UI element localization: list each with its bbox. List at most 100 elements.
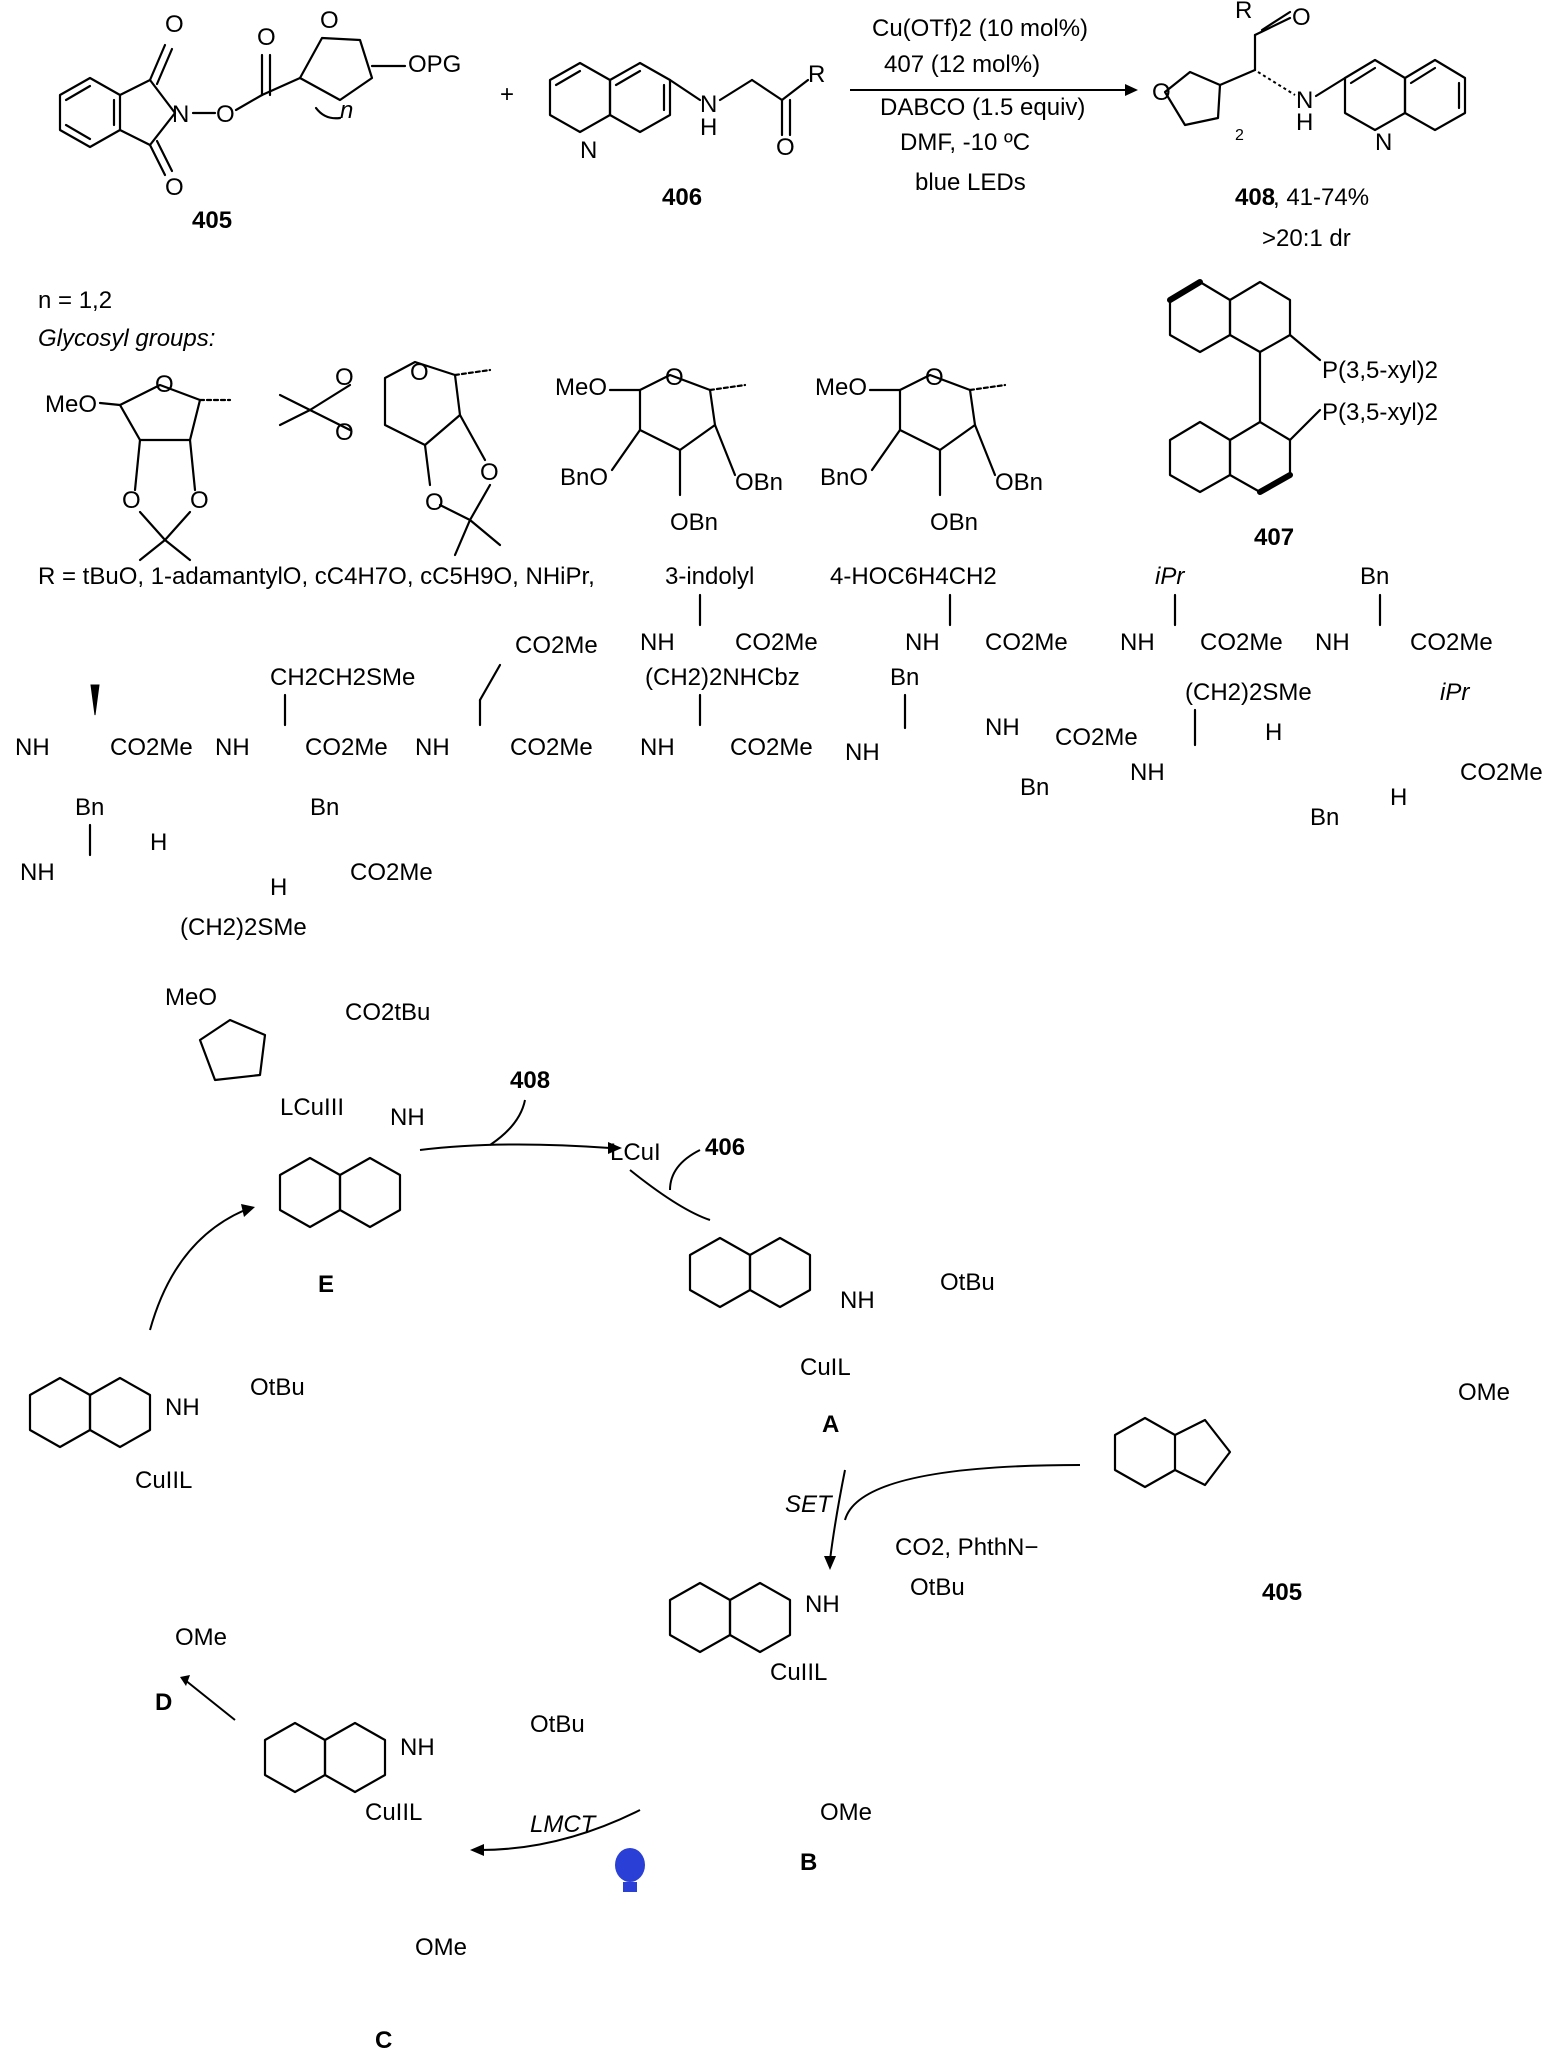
compound-label-407: 407 bbox=[1254, 524, 1294, 551]
intermediate-label-B: B bbox=[800, 1849, 817, 1876]
nh-label: NH bbox=[215, 734, 250, 761]
glycosyl-pyranose-1: O O O O O bbox=[278, 359, 502, 557]
atom-o: O bbox=[257, 24, 276, 51]
atom-h: H bbox=[700, 114, 717, 141]
cu2l-label: CuIIL bbox=[135, 1467, 192, 1494]
intermediate-label-D: D bbox=[155, 1689, 172, 1716]
nh-label: NH bbox=[20, 859, 55, 886]
co2me-label: CO2Me bbox=[1410, 629, 1493, 656]
atom-o: O bbox=[1292, 4, 1311, 31]
atom-n: N bbox=[1375, 129, 1392, 156]
co2me-label: CO2Me bbox=[1200, 629, 1283, 656]
atom-o: O bbox=[155, 371, 174, 398]
nh-label: NH bbox=[165, 1394, 200, 1421]
nh-label: NH bbox=[985, 714, 1020, 741]
bn-label: Bn bbox=[75, 794, 104, 821]
hydroxybenzyl-label: 4-HOC6H4CH2 bbox=[830, 563, 997, 590]
atom-h: H bbox=[1296, 109, 1313, 136]
glycosyl-pyranose-3: O MeO BnO OBn OBn bbox=[815, 364, 1043, 536]
atom-o: O bbox=[190, 487, 209, 514]
atom-r: R bbox=[1235, 0, 1252, 24]
meo-label: MeO bbox=[45, 391, 97, 418]
glycosyl-pyranose-2: O MeO BnO OBn OBn bbox=[555, 364, 783, 536]
meo-label: MeO bbox=[555, 374, 607, 401]
atom-n: N bbox=[172, 101, 189, 128]
obn-label: OBn bbox=[735, 469, 783, 496]
bno-label: BnO bbox=[560, 464, 608, 491]
atom-nh: N bbox=[1296, 87, 1313, 114]
otbu-label: OtBu bbox=[530, 1711, 585, 1738]
co2me-label: CO2Me bbox=[985, 629, 1068, 656]
amino-acid-row-2: NH CO2Me CH2CH2SMe NH CO2Me CO2Me NH CO2… bbox=[15, 632, 1543, 831]
sme-label: (CH2)2SMe bbox=[1185, 679, 1312, 706]
opg-label: OPG bbox=[408, 51, 461, 78]
ome-label: OMe bbox=[1458, 1379, 1510, 1406]
set-label: SET bbox=[785, 1491, 834, 1518]
cu3-label: LCuIII bbox=[280, 1094, 344, 1121]
co2me-label: CO2Me bbox=[1055, 724, 1138, 751]
cu1l-label: CuIL bbox=[800, 1354, 851, 1381]
lmct-label: LMCT bbox=[530, 1811, 598, 1838]
nh-label: NH bbox=[845, 739, 880, 766]
product-yield: , 41-74% bbox=[1273, 184, 1369, 211]
h-label: H bbox=[1390, 784, 1407, 811]
atom-o: O bbox=[776, 134, 795, 161]
n-values: n = 1,2 bbox=[38, 287, 112, 314]
co2me-label: CO2Me bbox=[305, 734, 388, 761]
lys-label: (CH2)2NHCbz bbox=[645, 664, 800, 691]
product-out-408: 408 bbox=[510, 1067, 550, 1094]
compound-label-405: 405 bbox=[192, 207, 232, 234]
atom-o: O bbox=[335, 364, 354, 391]
compound-405-mech: OMe 405 bbox=[1113, 1379, 1510, 1606]
compound-label-405-mech: 405 bbox=[1262, 1579, 1302, 1606]
plus-sign: + bbox=[500, 81, 514, 108]
nh-label: NH bbox=[805, 1591, 840, 1618]
subscript-2: 2 bbox=[1235, 127, 1244, 144]
glycosyl-heading: Glycosyl groups: bbox=[38, 325, 215, 352]
r-groups: R = tBuO, 1-adamantylO, cC4H7O, cC5H9O, … bbox=[38, 563, 595, 590]
atom-o: O bbox=[410, 359, 429, 386]
h-label: H bbox=[1265, 719, 1282, 746]
compound-406-top: N N H O R 406 bbox=[548, 61, 825, 211]
sme-label: (CH2)2SMe bbox=[180, 914, 307, 941]
bn-label: Bn bbox=[1020, 774, 1049, 801]
nh-label: NH bbox=[390, 1104, 425, 1131]
atom-o: O bbox=[320, 7, 339, 34]
co2me-label: CO2Me bbox=[510, 734, 593, 761]
atom-o: O bbox=[122, 487, 141, 514]
met-label: CH2CH2SMe bbox=[270, 664, 415, 691]
nh-label: NH bbox=[415, 734, 450, 761]
phosphine-2: P(3,5-xyl)2 bbox=[1322, 399, 1438, 426]
bn-label: Bn bbox=[1310, 804, 1339, 831]
compound-408-top: O 2 R O N H N 408 , 41-74% >20:1 dr bbox=[1152, 0, 1467, 252]
ligand-407: P(3,5-xyl)2 P(3,5-xyl)2 407 bbox=[1167, 279, 1438, 551]
bulb-glass bbox=[615, 1848, 645, 1882]
glycosyl-furanose: O MeO O O bbox=[45, 371, 232, 562]
co2me-label: CO2Me bbox=[1460, 759, 1543, 786]
atom-o: O bbox=[216, 101, 235, 128]
ome-label: OMe bbox=[175, 1624, 227, 1651]
co2me-label: CO2Me bbox=[350, 859, 433, 886]
nh-label: NH bbox=[840, 1287, 875, 1314]
intermediate-label-E: E bbox=[318, 1271, 334, 1298]
amino-acid-row-3: Bn NH H (CH2)2SMe Bn H CO2Me bbox=[20, 794, 433, 941]
ome-label: OMe bbox=[820, 1799, 872, 1826]
product-label-408: 408 bbox=[1235, 184, 1275, 211]
phosphine-1: P(3,5-xyl)2 bbox=[1322, 357, 1438, 384]
lcu1-label: LCuI bbox=[610, 1139, 661, 1166]
co2me-label: CO2Me bbox=[730, 734, 813, 761]
atom-o: O bbox=[665, 364, 684, 391]
otbu-label: OtBu bbox=[910, 1574, 965, 1601]
nh-label: NH bbox=[905, 629, 940, 656]
meo-label: MeO bbox=[815, 374, 867, 401]
intermediate-A: NH OtBu CuIL A bbox=[688, 1236, 995, 1438]
reaction-conditions: Cu(OTf)2 (10 mol%) 407 (12 mol%) DABCO (… bbox=[850, 15, 1138, 196]
intermediate-B: NH OtBu CuIIL OMe B bbox=[668, 1574, 965, 1876]
subscript-n: n bbox=[340, 97, 353, 124]
condition-catalyst: Cu(OTf)2 (10 mol%) bbox=[872, 15, 1088, 42]
intermediate-D: NH OtBu CuIIL OMe D bbox=[28, 1374, 305, 1716]
nh-label: NH bbox=[1120, 629, 1155, 656]
intermediate-label-A: A bbox=[822, 1411, 839, 1438]
atom-nh: N bbox=[700, 91, 717, 118]
atom-n: N bbox=[580, 137, 597, 164]
